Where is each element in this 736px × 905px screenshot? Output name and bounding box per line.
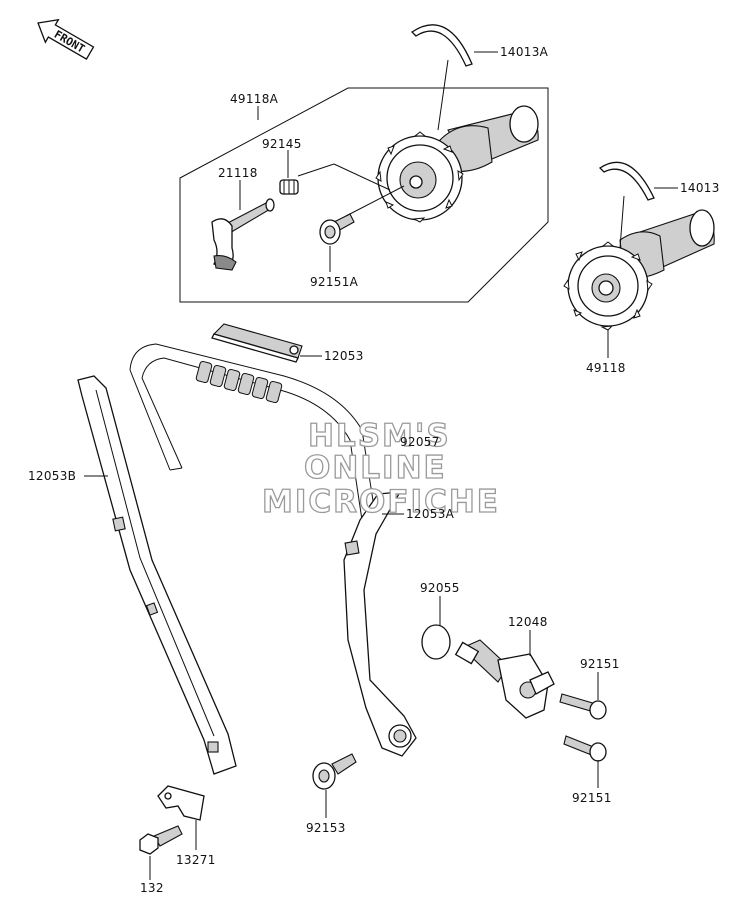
label-132[interactable]: 132 xyxy=(140,881,164,895)
camshaft-49118[interactable] xyxy=(563,209,715,331)
watermark-line-3: MICROFICHE xyxy=(262,484,500,520)
front-label: FRONT xyxy=(52,28,88,56)
camshaft-assembly-outline xyxy=(179,87,549,303)
bracket-13271[interactable] xyxy=(157,785,205,821)
label-49118[interactable]: 49118 xyxy=(586,361,626,375)
spring-92145[interactable] xyxy=(279,179,299,195)
label-12053b[interactable]: 12053B xyxy=(28,469,76,483)
camshaft-49118a[interactable] xyxy=(375,105,539,223)
label-49118a[interactable]: 49118A xyxy=(230,92,279,106)
label-12048[interactable]: 12048 xyxy=(508,615,548,629)
label-92151-bottom[interactable]: 92151 xyxy=(572,791,612,805)
chain-tensioner-12048[interactable] xyxy=(454,639,555,719)
bolt-132[interactable] xyxy=(139,825,183,855)
watermark-line-2: ONLINE xyxy=(304,450,447,486)
bolt-92151-bottom[interactable] xyxy=(563,735,607,762)
label-92151-top[interactable]: 92151 xyxy=(580,657,620,671)
leader-lines xyxy=(84,51,678,880)
label-92151a[interactable]: 92151A xyxy=(310,275,359,289)
bolt-92151-top[interactable] xyxy=(559,693,607,720)
retainer-ring-14013[interactable] xyxy=(598,161,655,201)
chain-tensioner-guide-12053a[interactable] xyxy=(343,491,417,757)
chain-guide-12053b[interactable] xyxy=(77,375,237,775)
retainer-ring-14013a[interactable] xyxy=(410,24,473,67)
bolt-92153[interactable] xyxy=(312,753,357,790)
o-ring-92055[interactable] xyxy=(421,624,451,660)
label-21118[interactable]: 21118 xyxy=(218,166,258,180)
chain-guide-12053[interactable] xyxy=(211,323,303,363)
label-12053a[interactable]: 12053A xyxy=(406,507,455,521)
label-12053[interactable]: 12053 xyxy=(324,349,364,363)
label-92153[interactable]: 92153 xyxy=(306,821,346,835)
front-arrow-icon: FRONT xyxy=(37,18,95,60)
watermark: HLSM'S ONLINE MICROFICHE xyxy=(261,417,500,520)
watermark-line-1: HLSM'S xyxy=(308,418,451,454)
cam-chain-92057[interactable] xyxy=(129,343,377,521)
label-92057[interactable]: 92057 xyxy=(400,435,440,449)
label-13271[interactable]: 13271 xyxy=(176,853,216,867)
label-14013[interactable]: 14013 xyxy=(680,181,720,195)
label-92145[interactable]: 92145 xyxy=(262,137,302,151)
label-92055[interactable]: 92055 xyxy=(420,581,460,595)
label-14013a[interactable]: 14013A xyxy=(500,45,549,59)
decomp-shaft-21118[interactable] xyxy=(211,198,275,271)
bolt-92151a[interactable] xyxy=(319,213,355,245)
